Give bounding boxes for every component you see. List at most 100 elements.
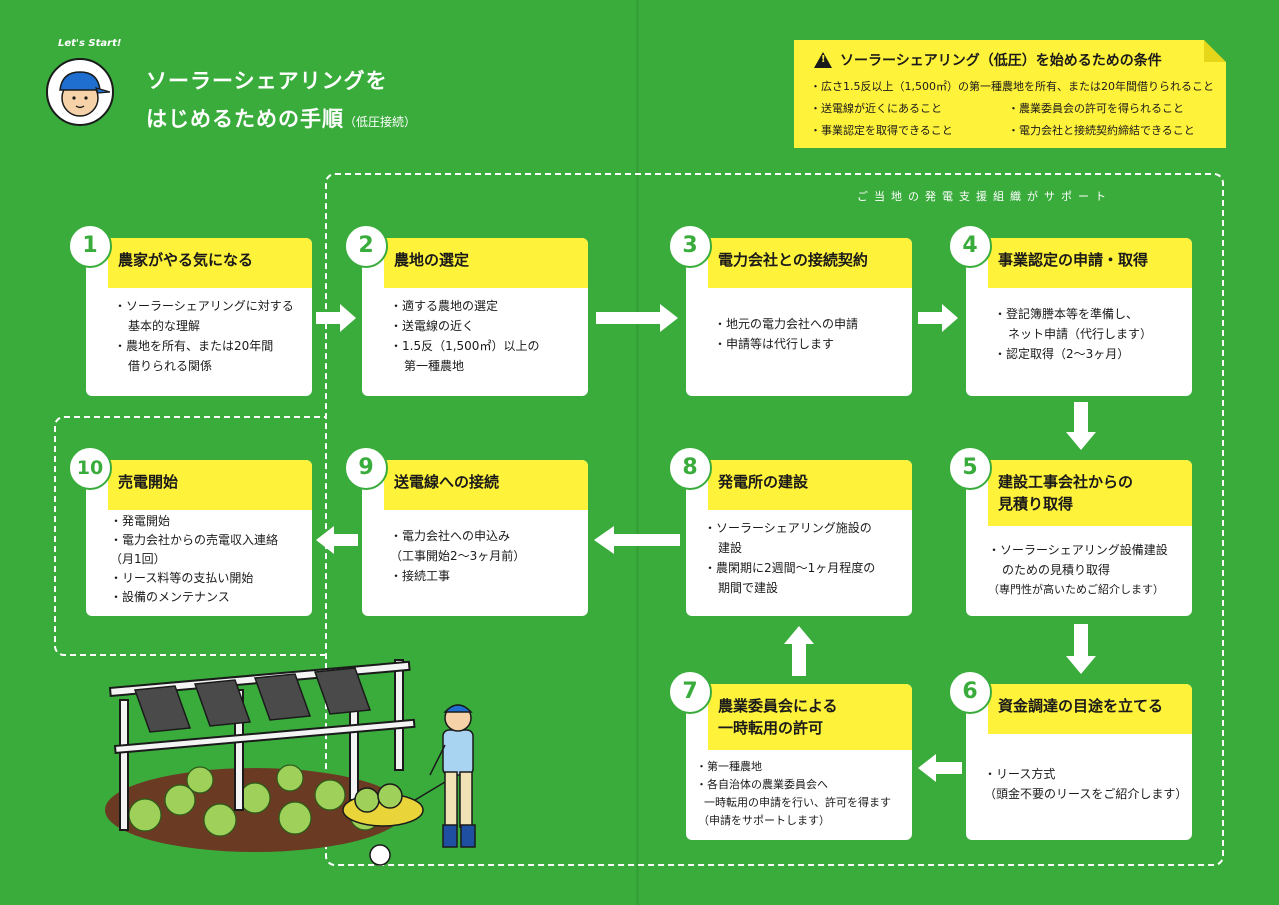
step-line: ・申請等は代行します (714, 337, 835, 351)
step-line: 期間で建設 (718, 581, 779, 595)
step-body: ・リース方式 （頭金不要のリースをご紹介します） (984, 764, 1187, 804)
step-title: 売電開始 (108, 460, 312, 510)
arrow-right-icon (316, 304, 356, 332)
step-title: 資金調達の目途を立てる (988, 684, 1192, 734)
step-line: ・農地を所有、または20年間 (114, 339, 274, 353)
step-line: 借りられる関係 (128, 359, 213, 373)
step-card-3: 電力会社との接続契約 3 ・地元の電力会社への申請 ・申請等は代行します (668, 224, 912, 396)
arrow-left-icon (918, 754, 962, 782)
support-dashed-frame (325, 173, 1224, 866)
step-title-line: 建設工事会社からの (998, 473, 1134, 491)
step-title: 事業認定の申請・取得 (988, 238, 1192, 288)
step-line: ・電力会社からの売電収入連絡 (110, 533, 279, 547)
step-line: ・第一種農地 (696, 760, 762, 773)
lets-start-label: Let's Start! (52, 38, 128, 49)
step-body: ・ソーラーシェアリング設備建設 のための見積り取得 （専門性が高いためご紹介しま… (988, 540, 1168, 600)
step-card-9: 送電線への接続 9 ・電力会社への申込み （工事開始2〜3ヶ月前） ・接続工事 (344, 446, 588, 616)
step-body: ・発電開始 ・電力会社からの売電収入連絡 （月1回） ・リース料等の支払い開始 … (110, 512, 278, 607)
step-card-8: 発電所の建設 8 ・ソーラーシェアリング施設の 建設 ・農閑期に2週間〜1ヶ月程… (668, 446, 912, 616)
step-line: （頭金不要のリースをご紹介します） (984, 787, 1188, 801)
step-number: 6 (948, 670, 992, 714)
arrow-left-icon (316, 526, 358, 554)
step-line: （申請をサポートします） (698, 814, 830, 827)
step-body: ・地元の電力会社への申請 ・申請等は代行します (714, 314, 858, 354)
step-line: ・電力会社への申込み (390, 529, 511, 543)
step-number: 9 (344, 446, 388, 490)
arrow-right-icon (596, 304, 678, 332)
condition-item: ・事業認定を取得できること (810, 124, 953, 137)
step-line: 建設 (718, 541, 743, 555)
step-title-line: 見積り取得 (998, 495, 1074, 513)
step-number: 8 (668, 446, 712, 490)
step-card-2: 農地の選定 2 ・適する農地の選定 ・送電線の近く ・1.5反（1,500㎡）以… (344, 224, 588, 396)
step-line: ・認定取得（2〜3ヶ月） (994, 347, 1130, 361)
warning-icon (814, 52, 832, 68)
step-line: ネット申請（代行します） (1008, 327, 1153, 341)
step-title-line: 農業委員会による (718, 697, 838, 715)
step-line: ・適する農地の選定 (390, 299, 499, 313)
step-card-4: 事業認定の申請・取得 4 ・登記簿謄本等を準備し、 ネット申請（代行します） ・… (948, 224, 1192, 396)
condition-item: ・農業委員会の許可を得られること (1008, 102, 1184, 115)
page-title: ソーラーシェアリングを はじめるための手順（低圧接続） (146, 62, 416, 141)
step-number: 5 (948, 446, 992, 490)
title-line-1: ソーラーシェアリングを (146, 69, 388, 93)
step-line: 一時転用の申請を行い、許可を得ます (704, 796, 891, 809)
farmer-avatar-icon (46, 58, 114, 126)
step-number: 2 (344, 224, 388, 268)
step-title: 建設工事会社からの 見積り取得 (988, 460, 1192, 526)
support-label: ご当地の発電支援組織がサポート (857, 190, 1112, 203)
page-curl-corner (1204, 40, 1226, 62)
step-line: ・発電開始 (110, 514, 171, 528)
step-line: のための見積り取得 (1002, 563, 1111, 577)
step-title: 電力会社との接続契約 (708, 238, 912, 288)
condition-item: ・電力会社と接続契約締結できること (1008, 124, 1195, 137)
step-card-6: 資金調達の目途を立てる 6 ・リース方式 （頭金不要のリースをご紹介します） (948, 670, 1192, 840)
step-line: ・農閑期に2週間〜1ヶ月程度の (704, 561, 876, 575)
condition-item: ・広さ1.5反以上（1,500㎡）の第一種農地を所有、または20年間借りられるこ… (810, 80, 1214, 93)
step-line: ・リース方式 (984, 767, 1056, 781)
step-line: ・送電線の近く (390, 319, 475, 333)
arrow-down-icon (1066, 402, 1096, 450)
step-title: 農家がやる気になる (108, 238, 312, 288)
page-fold (636, 0, 639, 905)
step-body: ・登記簿謄本等を準備し、 ネット申請（代行します） ・認定取得（2〜3ヶ月） (994, 304, 1152, 364)
step-line: ・1.5反（1,500㎡）以上の (390, 339, 540, 353)
step-number: 10 (68, 446, 112, 490)
step-line: 第一種農地 (404, 359, 465, 373)
solar-sharing-farm-illustration (105, 659, 476, 866)
support-dashed-frame-left (54, 416, 326, 656)
arrow-down-icon (1066, 624, 1096, 674)
step-line: ・地元の電力会社への申請 (714, 317, 859, 331)
arrow-left-icon (594, 526, 680, 554)
step-line: 基本的な理解 (128, 319, 201, 333)
step-body: ・電力会社への申込み （工事開始2〜3ヶ月前） ・接続工事 (390, 526, 525, 586)
step-line: ・ソーラーシェアリング設備建設 (988, 543, 1168, 557)
step-line: ・登記簿謄本等を準備し、 (994, 307, 1139, 321)
title-line-2: はじめるための手順（低圧接続） (146, 100, 416, 141)
step-title: 発電所の建設 (708, 460, 912, 510)
step-card-1: 農家がやる気になる 1 ・ソーラーシェアリングに対する 基本的な理解 ・農地を所… (68, 224, 312, 396)
step-body: ・第一種農地 ・各自治体の農業委員会へ 一時転用の申請を行い、許可を得ます （申… (696, 758, 891, 830)
step-body: ・ソーラーシェアリング施設の 建設 ・農閑期に2週間〜1ヶ月程度の 期間で建設 (704, 518, 875, 598)
step-line: （工事開始2〜3ヶ月前） (390, 549, 526, 563)
step-line: ・リース料等の支払い開始 (110, 571, 254, 585)
title-sub: （低圧接続） (344, 115, 417, 129)
arrow-up-icon (784, 626, 814, 676)
conditions-box: ソーラーシェアリング（低圧）を始めるための条件 ・広さ1.5反以上（1,500㎡… (794, 40, 1226, 148)
step-number: 7 (668, 670, 712, 714)
step-card-5: 建設工事会社からの 見積り取得 5 ・ソーラーシェアリング設備建設 のための見積… (948, 446, 1192, 616)
condition-item: ・送電線が近くにあること (810, 102, 942, 115)
step-title: 送電線への接続 (384, 460, 588, 510)
step-body: ・適する農地の選定 ・送電線の近く ・1.5反（1,500㎡）以上の 第一種農地 (390, 296, 539, 376)
step-line: ・接続工事 (390, 569, 451, 583)
step-card-7: 農業委員会による 一時転用の許可 7 ・第一種農地 ・各自治体の農業委員会へ 一… (668, 670, 912, 840)
step-line: （専門性が高いためご紹介します） (988, 583, 1164, 596)
step-line: ・設備のメンテナンス (110, 590, 230, 604)
step-card-10: 売電開始 10 ・発電開始 ・電力会社からの売電収入連絡 （月1回） ・リース料… (68, 446, 312, 616)
step-title: 農業委員会による 一時転用の許可 (708, 684, 912, 750)
step-line: （月1回） (110, 552, 166, 566)
conditions-header: ソーラーシェアリング（低圧）を始めるための条件 (814, 50, 1162, 70)
step-line: ・ソーラーシェアリングに対する (114, 299, 294, 313)
step-line: ・ソーラーシェアリング施設の (704, 521, 872, 535)
step-line: ・各自治体の農業委員会へ (696, 778, 828, 791)
